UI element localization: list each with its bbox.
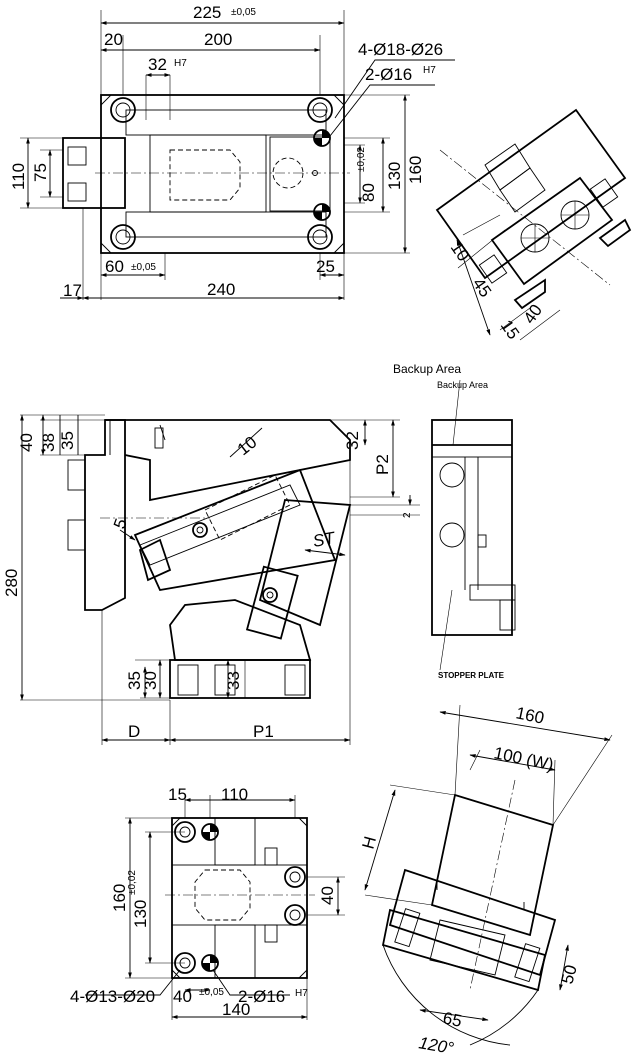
- iso-dim-45: 45: [469, 274, 495, 300]
- tol-80: ±0,02: [356, 147, 367, 172]
- bottom-view: 15 110 160 130 ±0,02 40 4-Ø13-Ø20 40 ±0,…: [70, 785, 345, 1020]
- iso-dim-10: 10: [447, 238, 473, 264]
- top-bolt-holes: [110, 97, 333, 250]
- backup-view: Backup Area Backup Area STOPPER PLATE: [393, 362, 516, 680]
- rot-dim-50: 50: [558, 963, 581, 986]
- dim-130: 130: [385, 162, 404, 190]
- side-dim-280: 280: [2, 569, 21, 597]
- bottom-tol-130: ±0,02: [127, 870, 138, 895]
- side-dim-10: 10: [234, 433, 261, 460]
- top-left-clamp: [62, 137, 126, 209]
- bottom-dim-15: 15: [168, 785, 187, 804]
- bottom-dim-40b: 40: [173, 987, 192, 1006]
- dim-60: 60: [105, 257, 124, 276]
- dim-160: 160: [406, 156, 425, 184]
- rot-dim-120: 120°: [417, 1033, 455, 1057]
- dim-75: 75: [31, 163, 50, 182]
- bottom-dim-110: 110: [221, 785, 248, 804]
- backup-area-label-1: Backup Area: [393, 362, 461, 376]
- fit-holes-2: H7: [423, 65, 436, 76]
- rot-dim-160: 160: [514, 703, 546, 727]
- side-dim-2: 2: [402, 512, 413, 518]
- dim-32: 32: [148, 55, 167, 74]
- side-dim-P2: P2: [373, 454, 392, 475]
- holes-2-label: 2-Ø16: [365, 65, 412, 84]
- rot-dim-65: 65: [441, 1008, 463, 1031]
- bottom-holes-2: 2-Ø16: [238, 987, 285, 1006]
- top-view: 225 ±0,05 20 200 32 H7 4-Ø18-Ø26 2-Ø16 H…: [9, 3, 455, 300]
- tol-60: ±0,05: [131, 262, 156, 273]
- tol-225: ±0,05: [231, 7, 256, 18]
- bottom-dim-140: 140: [222, 1000, 250, 1019]
- backup-area-label-2: Backup Area: [437, 380, 488, 390]
- side-dim-40: 40: [17, 433, 36, 452]
- iso-view: 10 45 15 40: [435, 108, 632, 343]
- side-backplate: [84, 419, 126, 611]
- bottom-holes-4: 4-Ø13-Ø20: [70, 987, 155, 1006]
- stopper-plate-label: STOPPER PLATE: [438, 671, 505, 680]
- side-dim-32: 32: [343, 431, 362, 450]
- bottom-dim-160: 160: [110, 884, 129, 912]
- side-dim-ST: ST: [311, 528, 337, 551]
- holes-4-label: 4-Ø18-Ø26: [358, 40, 443, 59]
- dim-110: 110: [9, 163, 28, 190]
- bottom-tol-40b: ±0,05: [199, 987, 224, 998]
- side-dim-D: D: [128, 722, 140, 741]
- dim-25: 25: [316, 257, 335, 276]
- top-plate-outline: [100, 94, 345, 254]
- dim-20: 20: [104, 30, 123, 49]
- dim-200: 200: [204, 30, 232, 49]
- dim-80: 80: [359, 183, 378, 202]
- rot-dim-100W: 100 (W): [492, 743, 555, 774]
- side-dim-30: 30: [141, 671, 160, 690]
- top-dowel-markers: [313, 129, 331, 221]
- rotated-view: 160 100 (W) H 50 65 120°: [359, 703, 613, 1057]
- side-dim-35b: 35: [125, 671, 144, 690]
- fit-32: H7: [174, 58, 187, 69]
- side-dim-P1: P1: [253, 722, 274, 741]
- side-view: 280 40 38 35 10 32 P2 2 5 ST 35 30 33 D …: [2, 414, 420, 745]
- dim-17: 17: [63, 281, 82, 300]
- side-dim-38: 38: [39, 433, 58, 452]
- side-dim-35: 35: [58, 431, 77, 450]
- dim-240: 240: [207, 280, 235, 299]
- dim-225: 225: [193, 3, 221, 22]
- bottom-dim-40: 40: [318, 886, 337, 905]
- iso-dim-15: 15: [497, 316, 523, 342]
- rot-dim-H: H: [359, 834, 381, 851]
- bottom-dim-130: 130: [131, 900, 150, 928]
- bottom-fit-holes-2: H7: [295, 988, 308, 999]
- side-dim-33: 33: [224, 671, 243, 690]
